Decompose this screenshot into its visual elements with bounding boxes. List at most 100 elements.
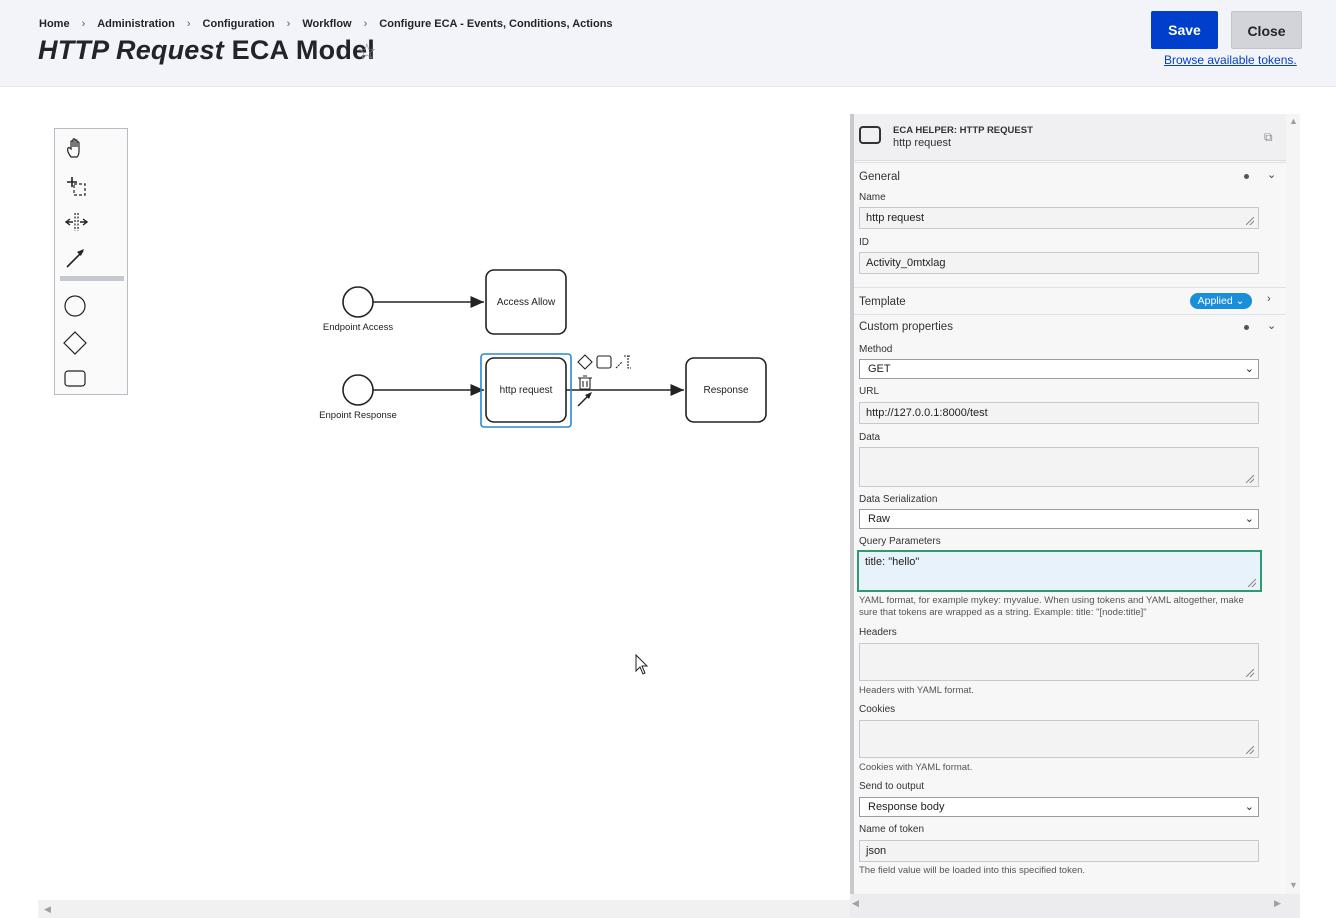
id-field[interactable]: Activity_0mtxlag — [859, 252, 1259, 274]
task-response[interactable] — [685, 357, 767, 423]
element-type: ECA HELPER: HTTP REQUEST — [893, 125, 1033, 136]
bpmn-canvas[interactable] — [38, 100, 848, 900]
task-label: http request — [500, 385, 553, 396]
save-button[interactable]: Save — [1151, 11, 1218, 49]
scroll-left-icon[interactable]: ◀ — [852, 898, 859, 908]
space-tool-icon[interactable] — [63, 209, 89, 235]
lasso-tool-icon[interactable] — [63, 173, 89, 199]
chevron-right-icon: › — [186, 18, 191, 30]
start-event-endpoint-response[interactable] — [342, 374, 374, 406]
panel-vertical-scrollbar[interactable]: ▲ ▼ — [1286, 114, 1300, 894]
breadcrumb-configuration[interactable]: Configuration — [202, 18, 275, 30]
event-label: Endpoint Access — [323, 322, 393, 333]
browse-tokens-link[interactable]: Browse available tokens. — [1164, 53, 1297, 67]
send-to-output-select[interactable]: Response body ⌄ — [859, 797, 1259, 817]
trash-icon[interactable] — [578, 375, 592, 390]
breadcrumb-home[interactable]: Home — [39, 18, 70, 30]
group-custom-title[interactable]: Custom properties — [859, 321, 953, 333]
scroll-right-icon[interactable]: ▶ — [1274, 898, 1281, 908]
hand-tool-icon[interactable] — [63, 136, 89, 162]
group-template: Template Applied ⌄ › — [854, 287, 1286, 314]
resize-handle-icon[interactable] — [1246, 746, 1254, 754]
name-label: Name — [859, 192, 886, 203]
cookies-textarea[interactable] — [859, 720, 1259, 758]
query-label: Query Parameters — [859, 536, 941, 547]
query-parameters-textarea[interactable]: title: "hello" — [857, 550, 1262, 592]
headers-label: Headers — [859, 627, 897, 638]
selection-outline — [480, 353, 572, 428]
resize-handle-icon[interactable] — [1246, 475, 1254, 483]
chevron-down-icon[interactable]: ⌄ — [1267, 320, 1277, 332]
page-title-italic: HTTP Request — [38, 35, 224, 65]
chevron-right-icon: › — [81, 18, 86, 30]
output-value: Response body — [868, 801, 945, 813]
headers-textarea[interactable] — [859, 643, 1259, 681]
task-icon[interactable] — [63, 366, 89, 392]
gateway-icon[interactable] — [63, 330, 89, 356]
chevron-right-icon: › — [286, 18, 291, 30]
chevron-down-icon: ⌄ — [1244, 801, 1254, 813]
data-textarea[interactable] — [859, 447, 1259, 487]
changed-indicator-icon — [1244, 174, 1249, 179]
chevron-down-icon: ⌄ — [1244, 363, 1254, 375]
event-label: Enpoint Response — [319, 410, 397, 421]
scroll-up-icon[interactable]: ▲ — [1289, 116, 1298, 126]
breadcrumb-administration[interactable]: Administration — [97, 18, 175, 30]
name-field[interactable]: http request — [859, 207, 1259, 229]
applied-badge-label: Applied — [1197, 295, 1233, 307]
append-task-icon[interactable] — [596, 355, 612, 369]
chevron-right-icon[interactable]: › — [1267, 293, 1271, 305]
start-event-endpoint-access[interactable] — [342, 286, 374, 318]
horizontal-scrollbar[interactable]: ◀ — [38, 900, 850, 918]
task-icon — [859, 126, 881, 144]
token-label: Name of token — [859, 824, 925, 835]
id-field-value: Activity_0mtxlag — [866, 257, 946, 269]
scroll-left-icon[interactable]: ◀ — [44, 904, 51, 914]
resize-handle-icon[interactable] — [1246, 217, 1254, 225]
url-value: http://127.0.0.1:8000/test — [866, 407, 988, 419]
task-access-allow[interactable] — [485, 269, 567, 335]
serialization-label: Data Serialization — [859, 494, 938, 505]
append-gateway-icon[interactable] — [577, 354, 593, 370]
method-value: GET — [868, 363, 891, 375]
mouse-cursor-icon — [635, 653, 649, 675]
resize-handle-icon[interactable] — [1246, 669, 1254, 677]
group-general-title[interactable]: General — [859, 171, 900, 183]
name-field-value: http request — [866, 212, 925, 224]
palette-separator — [60, 276, 124, 281]
panel-horizontal-scrollbar[interactable]: ◀ ▶ — [850, 894, 1300, 918]
token-name-field[interactable]: json — [859, 840, 1259, 862]
scroll-down-icon[interactable]: ▼ — [1289, 880, 1298, 890]
star-icon[interactable]: ☆ — [357, 39, 377, 64]
applied-badge[interactable]: Applied ⌄ — [1190, 293, 1252, 309]
task-http-request[interactable] — [485, 357, 567, 423]
start-event-icon[interactable] — [63, 293, 89, 319]
properties-panel: ECA HELPER: HTTP REQUEST http request ⧉ … — [850, 114, 1286, 894]
method-select[interactable]: GET ⌄ — [859, 359, 1259, 379]
close-button[interactable]: Close — [1231, 11, 1302, 49]
serialization-select[interactable]: Raw ⌄ — [859, 509, 1259, 529]
panel-header: ECA HELPER: HTTP REQUEST http request ⧉ — [854, 114, 1286, 161]
breadcrumb-configure-eca[interactable]: Configure ECA - Events, Conditions, Acti… — [379, 18, 613, 30]
breadcrumb-workflow[interactable]: Workflow — [302, 18, 352, 30]
task-label: Response — [703, 385, 748, 396]
resize-handle-icon[interactable] — [1248, 579, 1256, 587]
chevron-right-icon: › — [363, 18, 368, 30]
connect-tool-icon[interactable] — [63, 245, 89, 271]
group-template-title[interactable]: Template — [859, 296, 906, 308]
page-header: Home › Administration › Configuration › Workfl… — [0, 0, 1336, 87]
page-title-rest: ECA Model — [223, 35, 375, 65]
connect-arrow-icon[interactable] — [577, 392, 592, 407]
chevron-down-icon[interactable]: ⌄ — [1267, 169, 1277, 181]
context-pad — [577, 354, 631, 407]
cookies-label: Cookies — [859, 704, 896, 715]
cookies-hint: Cookies with YAML format. — [859, 762, 973, 773]
token-hint: The field value will be loaded into this… — [859, 865, 1086, 876]
chevron-down-icon: ⌄ — [1244, 513, 1254, 525]
append-annotation-icon[interactable] — [615, 355, 631, 369]
external-link-icon[interactable]: ⧉ — [1264, 130, 1273, 144]
url-field[interactable]: http://127.0.0.1:8000/test — [859, 402, 1259, 424]
bpmn-diagram: Endpoint Access Enpoint Response Access … — [319, 269, 767, 675]
method-label: Method — [859, 344, 893, 355]
query-value: title: "hello" — [865, 556, 920, 568]
